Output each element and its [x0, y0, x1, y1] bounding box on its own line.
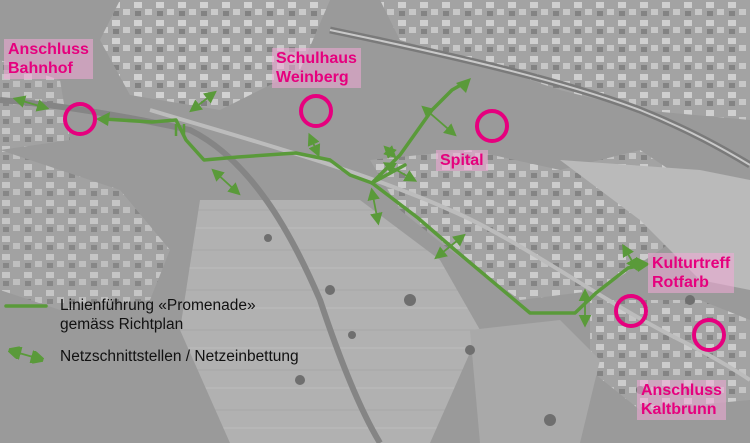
marker-kaltbrunn-icon: [692, 318, 726, 352]
label-anschluss-bahnhof: Anschluss Bahnhof: [4, 39, 93, 79]
interface-arrow: [211, 168, 241, 196]
route-arrow-kulturtreff: [636, 257, 650, 272]
label-kulturtreff-rotfarb-line2: Rotfarb: [652, 274, 709, 291]
interface-arrow: [12, 95, 50, 112]
legend-route-label: Linienführung «Promenade» gemäss Richtpl…: [60, 296, 256, 334]
label-spital: Spital: [436, 150, 488, 171]
label-spital-line1: Spital: [440, 152, 484, 169]
label-anschluss-kaltbrunn: Anschluss Kaltbrunn: [637, 380, 726, 420]
route-segment-main: [102, 117, 645, 315]
legend-interface-arrow-icon: [12, 351, 40, 359]
interface-arrow: [622, 243, 638, 272]
interface-arrow: [307, 132, 321, 158]
legend-route-line2: gemäss Richtplan: [60, 316, 184, 333]
label-kulturtreff-rotfarb: Kulturtreff Rotfarb: [648, 253, 735, 293]
interface-arrow: [189, 90, 217, 113]
label-anschluss-bahnhof-line2: Bahnhof: [8, 60, 73, 77]
route-arrow-spital: [456, 78, 471, 93]
interface-arrow: [434, 233, 466, 260]
label-anschluss-kaltbrunn-line2: Kaltbrunn: [641, 401, 717, 418]
interface-arrow: [383, 145, 397, 159]
label-schulhaus-weinberg-line1: Schulhaus: [276, 50, 357, 67]
interface-arrow: [367, 187, 383, 226]
route-arrow-bahnhof: [96, 112, 110, 126]
label-schulhaus-weinberg-line2: Weinberg: [276, 69, 349, 86]
marker-schulhaus-icon: [299, 94, 333, 128]
marker-bahnhof-icon: [63, 102, 97, 136]
marker-spital-icon: [475, 109, 509, 143]
label-kulturtreff-rotfarb-line1: Kulturtreff: [652, 255, 731, 272]
label-anschluss-kaltbrunn-line1: Anschluss: [641, 382, 722, 399]
interface-arrow: [382, 162, 418, 182]
legend-route-line1: Linienführung «Promenade»: [60, 297, 256, 314]
label-schulhaus-weinberg: Schulhaus Weinberg: [272, 48, 361, 88]
label-anschluss-bahnhof-line1: Anschluss: [8, 41, 89, 58]
interface-arrow: [421, 105, 457, 137]
marker-kulturtreff-icon: [614, 294, 648, 328]
legend-interfaces-label: Netzschnittstellen / Netzeinbettung: [60, 348, 299, 365]
